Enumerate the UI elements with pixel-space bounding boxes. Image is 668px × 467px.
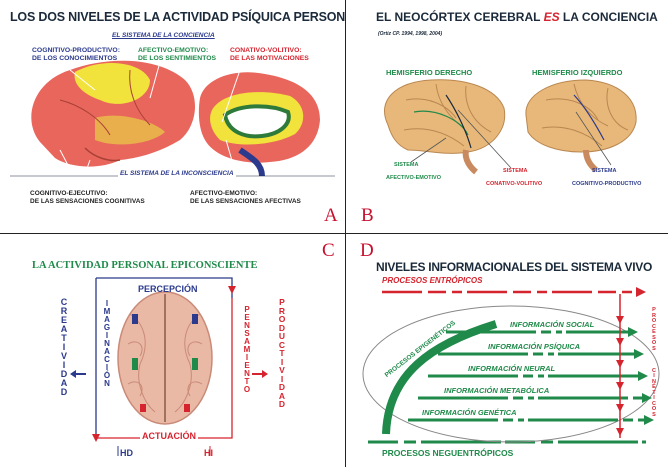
cognitive-productive-label: COGNITIVO-PRODUCTIVO: DE LOS CONOCIMIENT… <box>32 47 120 63</box>
info-metabolica-label: INFORMACIÓN METABÓLICA <box>442 386 551 395</box>
panel-d-letter: D <box>360 240 374 262</box>
vertical-letter: O <box>244 386 250 394</box>
info-social-label: INFORMACIÓN SOCIAL <box>508 320 596 329</box>
panel-a-letter: A <box>324 205 338 227</box>
panel-c: LA ACTIVIDAD PERSONAL EPICONSCIENTE PERC… <box>0 234 345 467</box>
panel-b-title-pre: EL NEOCÓRTEX CEREBRAL <box>376 10 544 24</box>
left-hemisphere-label: HEMISFERIO IZQUIERDO <box>532 68 622 77</box>
affective-emotive-bottom-line2: DE LAS SENSACIONES AFECTIVAS <box>190 198 301 206</box>
creatividad-label: CREATIVIDAD <box>58 298 70 397</box>
panel-b-title: EL NEOCÓRTEX CEREBRAL ES LA CONCIENCIA <box>376 10 658 24</box>
neguentropicos-label: PROCESOS NEGUENTRÓPICOS <box>382 448 513 458</box>
sistema-2: SISTEMA <box>503 168 542 174</box>
cognitivo-productivo: COGNITIVO-PRODUCTIVO <box>572 181 641 187</box>
vertical-letter: N <box>104 380 110 388</box>
conative-volitive-label: CONATIVO-VOLITIVO: DE LAS MOTIVACIONES <box>230 47 309 63</box>
hi-label: HI <box>204 448 213 458</box>
panel-b-letter: B <box>361 205 374 227</box>
panel-c-letter: C <box>322 240 335 262</box>
cognitive-productive-line2: DE LOS CONOCIMIENTOS <box>32 55 120 63</box>
vertical-letter: S <box>652 413 656 419</box>
sistema-3: SISTEMA <box>592 168 641 174</box>
affective-emotive-top-line1: AFECTIVO-EMOTIVO: <box>138 47 216 55</box>
afectivo-emotivo: AFECTIVO-EMOTIVO <box>386 175 441 181</box>
percepcion-label: PERCEPCIÓN <box>138 284 198 294</box>
vertical-letter: D <box>61 388 68 397</box>
conativo-volitivo: CONATIVO-VOLITIVO <box>486 181 542 187</box>
sistema-conativo-label: SISTEMA CONATIVO-VOLITIVO <box>486 168 542 187</box>
panel-b-citation: (Ortiz CP. 1994, 1998, 2004) <box>378 31 442 37</box>
entropicos-label: PROCESOS ENTRÓPICOS <box>382 276 482 285</box>
hd-label: HD <box>120 448 133 458</box>
cognitive-productive-line1: COGNITIVO-PRODUCTIVO: <box>32 47 120 55</box>
panel-d: NIVELES INFORMACIONALES DEL SISTEMA VIVO… <box>346 234 668 467</box>
cognitive-executive-label: COGNITIVO-EJECUTIVO: DE LAS SENSACIONES … <box>30 190 145 206</box>
unconscious-system-label: EL SISTEMA DE LA INCONSCIENCIA <box>118 170 236 177</box>
sistema-cognitivo-label: SISTEMA COGNITIVO-PRODUCTIVO <box>572 168 641 187</box>
affective-emotive-top-label: AFECTIVO-EMOTIVO: DE LOS SENTIMIENTOS <box>138 47 216 63</box>
conative-volitive-line2: DE LAS MOTIVACIONES <box>230 55 309 63</box>
panel-a: LOS DOS NIVELES DE LA ACTIVIDAD PSÍQUICA… <box>0 0 345 233</box>
conscious-system-label: EL SISTEMA DE LA CONCIENCIA <box>112 32 215 39</box>
info-neural-label: INFORMACIÓN NEURAL <box>466 364 557 373</box>
affective-emotive-top-line2: DE LOS SENTIMIENTOS <box>138 55 216 63</box>
panel-d-title: NIVELES INFORMACIONALES DEL SISTEMA VIVO <box>376 260 652 274</box>
imaginacion-label: IMAGINACIÓN <box>102 300 112 388</box>
panel-b-title-em: ES <box>544 10 560 24</box>
cognitive-executive-line2: DE LAS SENSACIONES COGNITIVAS <box>30 198 145 206</box>
panel-c-title: LA ACTIVIDAD PERSONAL EPICONSCIENTE <box>32 260 258 271</box>
sistema-afectivo-label: SISTEMA AFECTIVO-EMOTIVO <box>386 162 441 181</box>
cognitive-executive-line1: COGNITIVO-EJECUTIVO: <box>30 190 145 198</box>
panel-b-title-post: LA CONCIENCIA <box>560 10 658 24</box>
info-genetica-label: INFORMACIÓN GENÉTICA <box>420 408 519 417</box>
right-hemisphere-label: HEMISFERIO DERECHO <box>386 68 472 77</box>
conative-volitive-line1: CONATIVO-VOLITIVO: <box>230 47 309 55</box>
sistema-1: SISTEMA <box>394 162 441 168</box>
panel-b: EL NEOCÓRTEX CEREBRAL ES LA CONCIENCIA (… <box>346 0 668 233</box>
actuacion-label: ACTUACIÓN <box>140 431 198 441</box>
vertical-letter: D <box>279 400 285 409</box>
productividad-label: PRODUCTIVIDAD <box>276 298 288 409</box>
info-psiquica-label: INFORMACIÓN PSÍQUICA <box>486 342 582 351</box>
affective-emotive-bottom-label: AFECTIVO-EMOTIVO: DE LAS SENSACIONES AFE… <box>190 190 301 206</box>
affective-emotive-bottom-line1: AFECTIVO-EMOTIVO: <box>190 190 301 198</box>
panel-a-title: LOS DOS NIVELES DE LA ACTIVIDAD PSÍQUICA… <box>10 10 345 24</box>
